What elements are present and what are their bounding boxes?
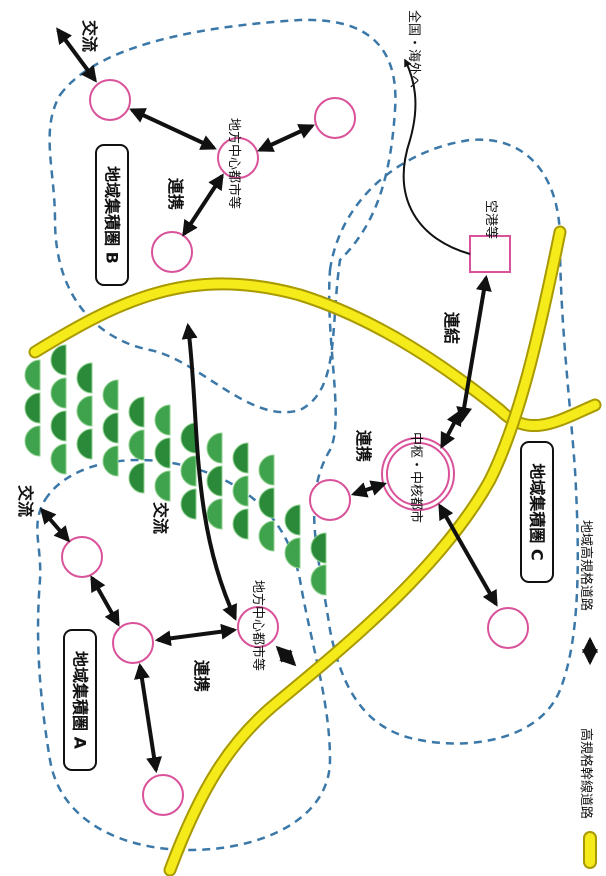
forest-tree	[102, 445, 119, 477]
forest-tree	[180, 455, 197, 487]
forest-tree	[76, 362, 93, 394]
exchange-left-label: 交流	[16, 485, 35, 517]
forest-tree	[258, 520, 275, 552]
core-c-label: 中枢・中核都市	[408, 432, 424, 523]
city-node-a-center	[237, 606, 279, 648]
exchange-top-label: 交流	[80, 20, 99, 52]
forest-tree	[76, 395, 93, 427]
forest-tree	[50, 377, 67, 409]
legend-expressway-label: 高規格幹線道路	[578, 728, 594, 819]
forest-tree	[180, 422, 197, 454]
region-b-label: 地域集積圏 B	[95, 144, 129, 286]
center-a-label: 地方中心都市等	[250, 580, 266, 671]
arrow-core-airport	[456, 274, 492, 424]
forest-tree	[50, 410, 67, 442]
arrow-b-center-b2	[257, 124, 315, 152]
arrow-b-center-b3	[182, 173, 224, 237]
region-b-boundary	[48, 18, 397, 414]
region-a-text: 地域集積圏 A	[71, 651, 90, 750]
forest-tree	[284, 504, 301, 536]
city-node-b2	[314, 97, 356, 139]
forest-tree	[180, 488, 197, 520]
forest-tree	[24, 359, 41, 391]
expressway-lower-fill	[165, 227, 565, 875]
region-b-text: 地域集積圏 B	[103, 166, 122, 264]
forest-tree	[128, 429, 145, 461]
exchange-mid-label: 交流	[151, 502, 170, 534]
forest-tree	[50, 443, 67, 475]
core-city-node-inner	[386, 442, 450, 506]
forest-tree	[128, 396, 145, 428]
forest-tree	[258, 487, 275, 519]
arrow-a-center-road	[275, 645, 297, 667]
city-node-a3	[142, 774, 184, 816]
cooperation-c-label: 連携	[354, 430, 373, 462]
center-b-label: 地方中心都市等	[226, 118, 242, 209]
arrow-b-exchange	[56, 27, 97, 83]
arrow-core-c1	[350, 480, 388, 498]
airport-label: 空港等	[483, 200, 499, 239]
forest-tree	[154, 404, 171, 436]
line-airport-national	[402, 58, 471, 255]
forest-tree	[310, 564, 327, 596]
arrow-core-upper	[440, 409, 462, 449]
arrow-a2-a3	[134, 662, 162, 774]
forest-tree	[310, 532, 327, 564]
arrow-a2-center	[154, 623, 238, 647]
forest-tree	[206, 465, 223, 497]
arrow-a-exchange	[39, 507, 71, 543]
forest-tree	[102, 379, 119, 411]
city-node-a2	[112, 622, 154, 664]
link-label: 連結	[442, 312, 461, 344]
legend-regional-road-label: 地域高規格道路	[578, 520, 594, 611]
region-a-label: 地域集積圏 A	[63, 629, 97, 771]
forest-tree	[206, 498, 223, 530]
forest-tree	[50, 344, 67, 376]
forest-tree	[154, 437, 171, 469]
airport-node	[469, 235, 511, 273]
national-label: 全国・海外へ	[406, 10, 422, 88]
forest-tree	[206, 432, 223, 464]
city-node-b3	[151, 231, 193, 273]
city-node-c1	[309, 479, 351, 521]
arrow-exchange-mid	[181, 322, 237, 621]
city-node-c2	[487, 607, 529, 649]
arrow-core-c2	[438, 503, 498, 607]
forest-tree	[232, 508, 249, 540]
forest-tree	[258, 454, 275, 486]
city-node-b-center	[217, 137, 259, 179]
forest-tree	[154, 470, 171, 502]
forest-tree	[24, 425, 41, 457]
city-node-a1	[61, 536, 103, 578]
city-node-b1	[89, 79, 131, 121]
cooperation-a-label: 連携	[192, 660, 211, 692]
region-c-label: 地域集積圏 C	[520, 441, 554, 583]
forest-tree	[128, 462, 145, 494]
expressway-upper-fill	[30, 279, 600, 431]
forest-tree	[76, 428, 93, 460]
arrow-b-center-b1	[129, 108, 217, 150]
cooperation-b-label: 連携	[166, 178, 185, 210]
forest-tree	[232, 442, 249, 474]
forest-area	[24, 344, 327, 596]
arrow-a1-a2	[90, 575, 120, 627]
forest-tree	[284, 537, 301, 569]
forest-tree	[24, 392, 41, 424]
core-city-node-outer	[381, 437, 455, 511]
region-c-text: 地域集積圏 C	[528, 463, 547, 560]
legend: 高規格幹線道路 地域高規格道路	[578, 520, 598, 869]
forest-tree	[232, 475, 249, 507]
forest-tree	[102, 412, 119, 444]
